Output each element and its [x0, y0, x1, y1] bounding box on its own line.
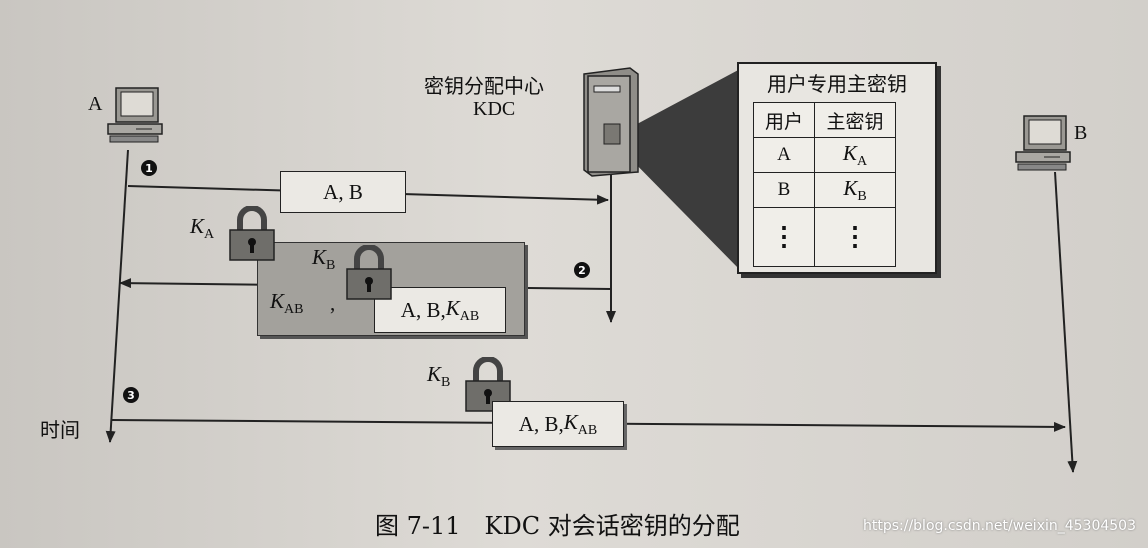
time-axis-label: 时间	[40, 418, 80, 442]
computer-b-icon	[1015, 115, 1071, 171]
row-more-key: ⋮	[814, 207, 896, 267]
master-key-grid: 用户 主密钥 A KA B KB ⋮ ⋮	[753, 102, 896, 267]
row-more-user: ⋮	[753, 207, 815, 267]
master-key-table-title: 用户专用主密钥	[767, 72, 907, 96]
timeline-a	[105, 149, 129, 443]
label-b: B	[1074, 122, 1088, 144]
lock-kb-step2-icon	[346, 245, 392, 300]
computer-a-icon	[107, 87, 163, 143]
step-3-marker: ❸3	[123, 387, 139, 403]
message-1-text: A, B	[323, 179, 363, 204]
message-3-box: A, B, KAB	[492, 401, 624, 447]
step-1-marker: ❶1	[141, 160, 157, 176]
kdc-abbr: KDC	[473, 98, 516, 120]
figure-caption: 图 7-11 KDC 对会话密钥的分配	[375, 512, 740, 540]
timeline-b	[1054, 171, 1078, 473]
row-a-key: KA	[814, 137, 896, 173]
label-a: A	[88, 93, 103, 115]
header-master-key: 主密钥	[814, 102, 896, 138]
message-2-comma: ,	[330, 291, 336, 315]
kdc-server-icon	[583, 67, 639, 177]
label-kb-step2: KB	[312, 245, 336, 273]
step-2-marker: ❷2	[574, 262, 590, 278]
kdc-title: 密钥分配中心	[424, 74, 544, 98]
header-user: 用户	[753, 102, 815, 138]
row-b-key: KB	[814, 172, 896, 208]
row-a-user: A	[753, 137, 815, 173]
master-key-table: 用户专用主密钥 用户 主密钥 A KA B KB ⋮ ⋮	[737, 62, 937, 274]
kdc-projection	[622, 68, 742, 272]
lock-ka-icon	[229, 206, 275, 261]
row-b-user: B	[753, 172, 815, 208]
message-1-box: A, B	[280, 171, 406, 213]
label-ka: KA	[190, 214, 215, 242]
message-2-kab: KAB	[270, 289, 304, 317]
watermark: https://blog.csdn.net/weixin_45304503	[862, 518, 1136, 534]
message-2-inner-kb: A, B, KAB	[374, 287, 506, 333]
label-kb-step3: KB	[427, 362, 451, 390]
